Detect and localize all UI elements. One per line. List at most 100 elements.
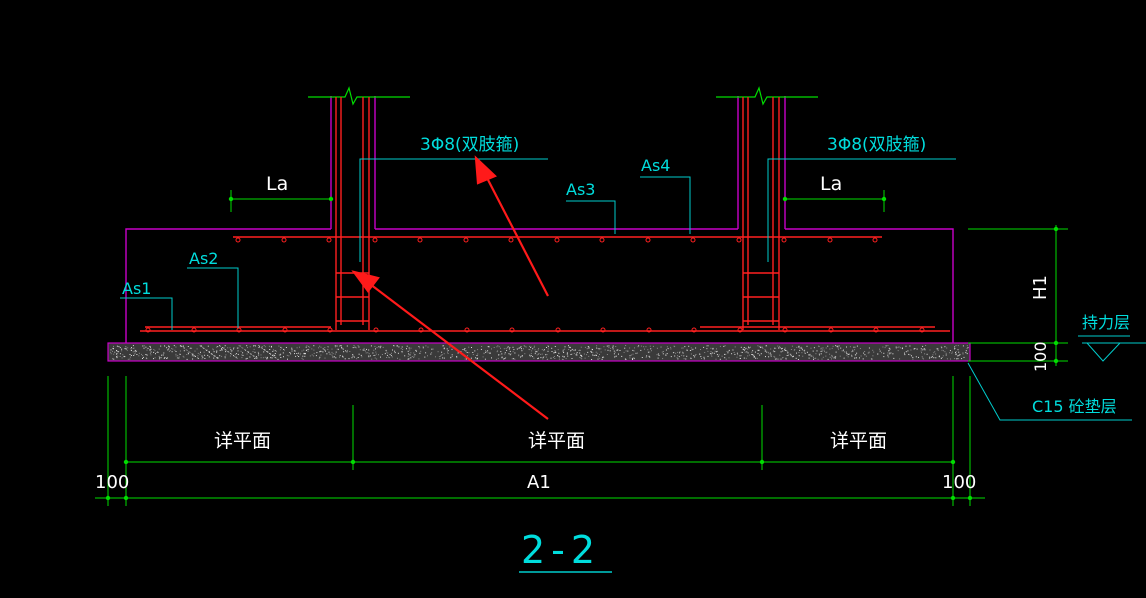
- hatch-speck: [419, 352, 421, 354]
- hatch-speck: [784, 348, 786, 350]
- hatch-speck: [224, 345, 226, 347]
- hatch-speck: [888, 350, 890, 352]
- hatch-speck: [520, 346, 522, 348]
- hatch-speck: [507, 347, 508, 349]
- hatch-speck: [261, 346, 263, 347]
- hatch-speck: [341, 346, 342, 348]
- hatch-speck: [427, 346, 429, 348]
- hatch-speck: [613, 353, 615, 355]
- hatch-speck: [269, 349, 271, 350]
- hatch-speck: [136, 354, 138, 355]
- hatch-speck: [759, 345, 761, 347]
- hatch-speck: [188, 353, 189, 355]
- hatch-speck: [716, 354, 718, 356]
- hatch-speck: [751, 354, 753, 355]
- hatch-speck: [216, 350, 218, 352]
- hatch-speck: [254, 351, 256, 353]
- hatch-speck: [131, 347, 132, 349]
- hatch-speck: [905, 345, 907, 347]
- hatch-speck: [629, 347, 631, 349]
- hatch-speck: [352, 347, 354, 349]
- hatch-speck: [328, 351, 330, 353]
- hatch-speck: [342, 355, 343, 357]
- hatch-speck: [760, 346, 761, 348]
- hatch-speck: [745, 347, 747, 349]
- hatch-speck: [183, 347, 185, 349]
- hatch-speck: [821, 350, 823, 352]
- hatch-speck: [468, 352, 470, 354]
- hatch-speck: [786, 350, 788, 352]
- hatch-speck: [145, 346, 147, 348]
- hatch-speck: [799, 349, 801, 351]
- hatch-speck: [289, 352, 291, 353]
- hatch-speck: [576, 352, 578, 354]
- hatch-speck: [278, 345, 280, 347]
- hatch-speck: [116, 357, 118, 359]
- hatch-speck: [272, 354, 274, 356]
- hatch-speck: [922, 345, 924, 347]
- hatch-speck: [227, 351, 229, 353]
- hatch-speck: [368, 349, 370, 351]
- hatch-speck: [456, 357, 458, 359]
- hatch-speck: [799, 347, 801, 349]
- hatch-speck: [679, 351, 681, 353]
- hatch-speck: [471, 347, 472, 348]
- hatch-speck: [501, 353, 503, 355]
- hatch-speck: [406, 348, 407, 350]
- hatch-speck: [528, 348, 530, 350]
- rebar-section-dot: [554, 237, 560, 243]
- rebar-section-dot: [600, 327, 606, 333]
- hatch-speck: [118, 351, 120, 353]
- hatch-speck: [174, 349, 176, 351]
- hatch-speck: [554, 346, 556, 347]
- hatch-speck: [345, 350, 347, 352]
- hatch-speck: [146, 354, 148, 356]
- rebar-section-dot: [737, 327, 743, 333]
- hatch-speck: [859, 357, 860, 359]
- hatch-speck: [320, 350, 322, 352]
- rebar-section-dot: [781, 237, 787, 243]
- hatch-speck: [862, 358, 864, 360]
- hatch-speck: [207, 354, 209, 356]
- hatch-speck: [410, 352, 412, 354]
- hatch-speck: [751, 351, 753, 353]
- hatch-speck: [667, 348, 669, 350]
- hatch-speck: [394, 352, 396, 354]
- hatch-speck: [831, 356, 833, 358]
- hatch-speck: [355, 347, 357, 349]
- hatch-speck: [937, 348, 939, 350]
- hatch-speck: [133, 350, 135, 352]
- hatch-speck: [641, 357, 643, 358]
- hatch-speck: [770, 355, 772, 357]
- hatch-speck: [537, 349, 539, 351]
- hatch-speck: [325, 350, 326, 352]
- hatch-speck: [504, 358, 506, 359]
- hatch-speck: [474, 350, 476, 352]
- hatch-speck: [665, 353, 667, 355]
- hatch-speck: [558, 358, 560, 360]
- hatch-speck: [524, 353, 526, 355]
- hatch-speck: [835, 351, 837, 353]
- offset-label-left: 100: [95, 472, 129, 493]
- hatch-speck: [353, 345, 355, 346]
- hatch-speck: [843, 349, 844, 351]
- hatch-speck: [829, 356, 831, 358]
- hatch-speck: [922, 348, 924, 350]
- hatch-speck: [343, 351, 345, 353]
- hatch-speck: [614, 356, 616, 358]
- hatch-speck: [336, 348, 338, 350]
- hatch-speck: [935, 353, 937, 355]
- hatch-speck: [256, 357, 258, 359]
- hatch-speck: [327, 348, 329, 350]
- rebar-section-dot: [235, 237, 241, 243]
- hatch-speck: [332, 356, 334, 358]
- hatch-speck: [562, 350, 564, 352]
- hatch-speck: [213, 351, 215, 353]
- hatch-speck: [916, 348, 918, 350]
- hatch-speck: [780, 351, 782, 353]
- la-label-left: La: [266, 173, 288, 195]
- hatch-speck: [612, 346, 614, 348]
- hatch-speck: [583, 353, 585, 355]
- hatch-speck: [883, 356, 885, 358]
